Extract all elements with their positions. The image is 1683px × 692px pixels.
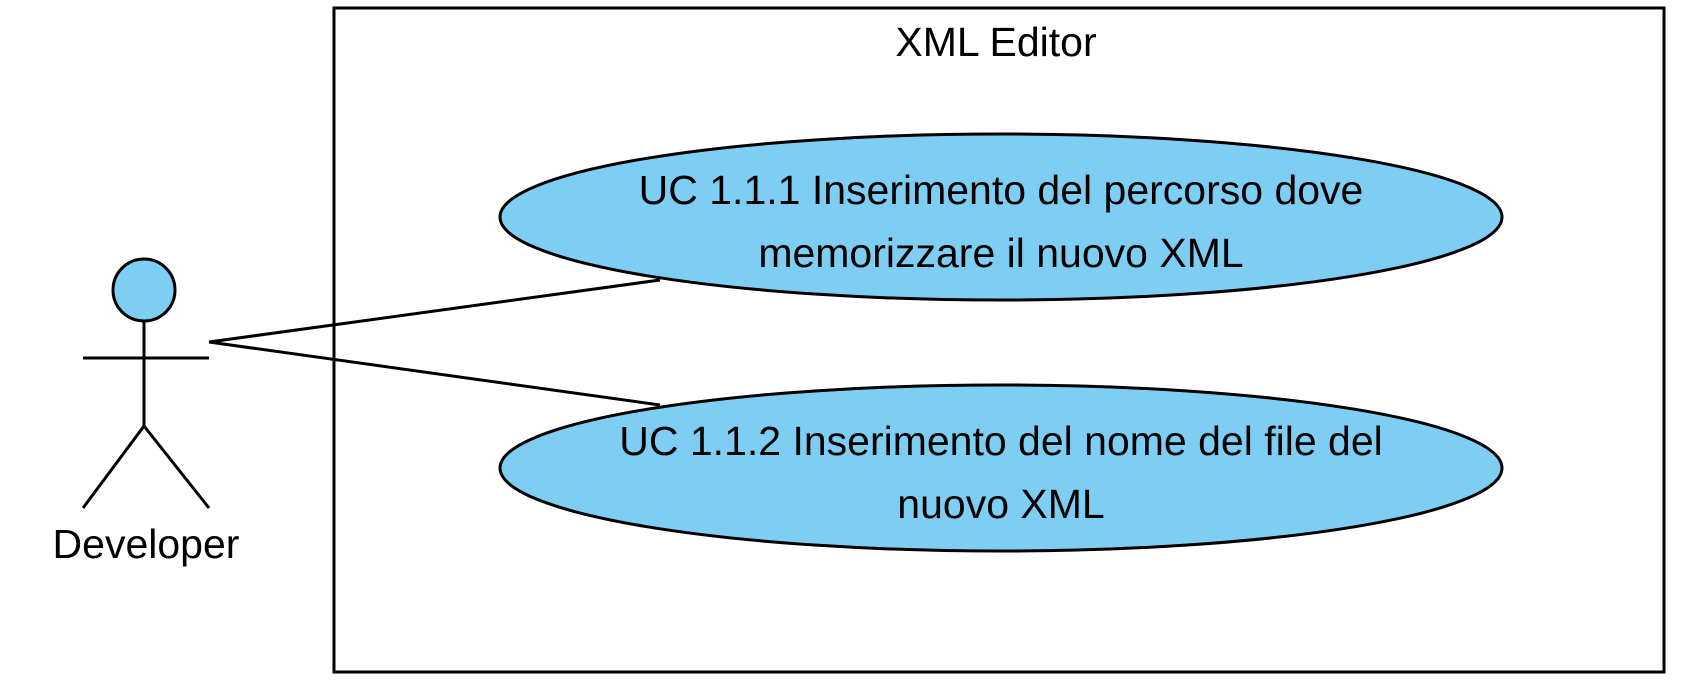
system-boundary (332, 6, 1666, 674)
association-line-uc2 (208, 340, 661, 407)
association-line-uc1 (208, 278, 661, 344)
use-case-2-label-line2: nuovo XML (897, 481, 1104, 527)
actor-head (111, 257, 177, 323)
use-case-2-ellipse (498, 383, 1504, 553)
use-case-1[interactable]: UC 1.1.1 Inserimento del percorso dove m… (498, 132, 1504, 302)
use-case-2-label-line1: UC 1.1.2 Inserimento del nome del file d… (619, 418, 1382, 464)
use-case-1-label-line2: memorizzare il nuovo XML (758, 230, 1243, 276)
actor-right-leg (142, 425, 211, 509)
system-title: XML Editor (895, 19, 1096, 65)
use-case-1-ellipse (498, 132, 1504, 302)
actor-left-leg (81, 425, 146, 509)
use-case-2[interactable]: UC 1.1.2 Inserimento del nome del file d… (498, 383, 1504, 553)
use-case-1-label-line1: UC 1.1.1 Inserimento del percorso dove (639, 167, 1364, 213)
actor-developer[interactable]: Developer (53, 257, 240, 567)
actor-label: Developer (53, 521, 240, 567)
